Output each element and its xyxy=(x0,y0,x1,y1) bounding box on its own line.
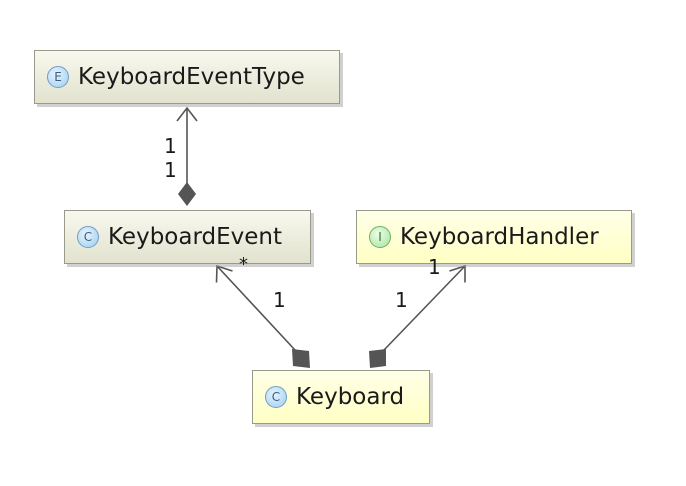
edge-keyboard-to-handler xyxy=(383,265,466,351)
edge-keyboard-to-handler-diamond xyxy=(369,349,386,368)
node-keyboard-event-type[interactable]: E KeyboardEventType xyxy=(34,50,340,104)
class-icon: C xyxy=(77,226,99,248)
node-name: KeyboardEventType xyxy=(78,64,305,90)
node-name: Keyboard xyxy=(296,384,405,410)
node-name: KeyboardHandler xyxy=(400,224,599,250)
edge-event-to-type-arrowhead xyxy=(176,106,198,122)
multiplicity-label: 1 xyxy=(395,288,408,312)
interface-icon: I xyxy=(369,226,391,248)
multiplicity-label: * xyxy=(239,254,248,275)
node-keyboard-handler[interactable]: I KeyboardHandler xyxy=(356,210,632,264)
multiplicity-label: 1 xyxy=(164,158,177,182)
node-keyboard-event[interactable]: C KeyboardEvent xyxy=(64,210,311,264)
edge-keyboard-to-handler-arrowhead xyxy=(449,264,466,283)
multiplicity-label: 1 xyxy=(273,288,286,312)
multiplicity-label: 1 xyxy=(428,255,441,279)
edge-keyboard-to-event-arrowhead xyxy=(215,264,233,283)
class-icon: C xyxy=(265,386,287,408)
node-name: KeyboardEvent xyxy=(108,224,283,250)
multiplicity-label: 1 xyxy=(164,134,177,158)
edge-keyboard-to-event-diamond xyxy=(292,349,310,368)
node-keyboard[interactable]: C Keyboard xyxy=(252,370,430,424)
edge-event-to-type-diamond xyxy=(178,182,196,206)
enum-icon: E xyxy=(47,66,69,88)
edge-keyboard-to-event xyxy=(216,265,296,351)
